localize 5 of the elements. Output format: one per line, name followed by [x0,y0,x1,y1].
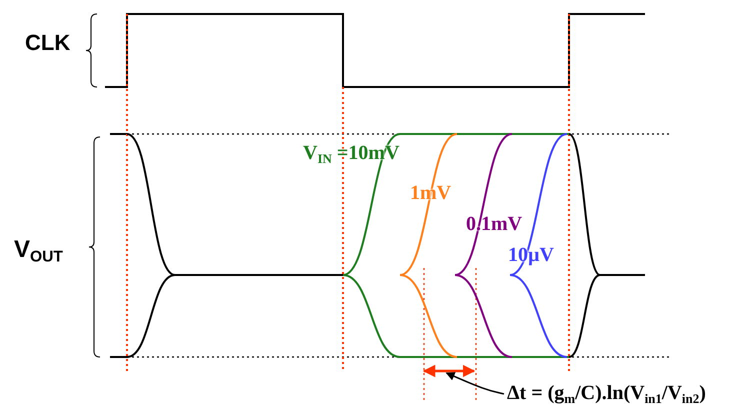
formula: Δt = (g$_{m}$/C).ln(V$_{in1}$/V$_{in2}$) [507,383,706,405]
signal-label: V$_{OUT}$ [14,238,63,266]
interval-arrow [422,364,476,378]
leader-arrow [446,372,504,395]
signal-label: CLK [25,32,70,54]
